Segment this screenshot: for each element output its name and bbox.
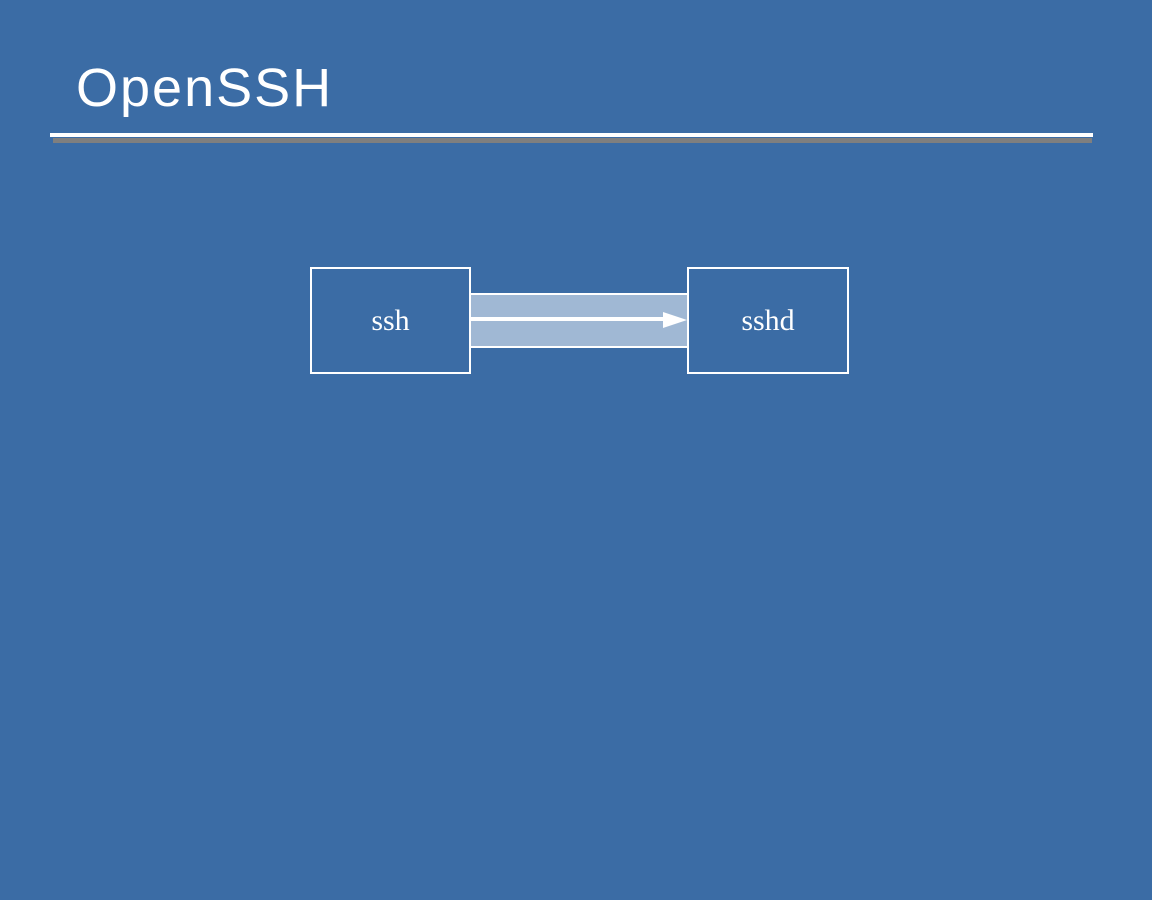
arrow-shaft [471,317,665,321]
ssh-client-box: ssh [310,267,471,374]
arrow-head-icon [663,312,687,328]
ssh-client-label: ssh [371,303,410,337]
sshd-server-label: sshd [741,303,795,337]
slide-title: OpenSSH [76,58,334,118]
title-underline-shadow [53,138,1092,143]
title-underline [50,133,1093,137]
sshd-server-box: sshd [687,267,849,374]
